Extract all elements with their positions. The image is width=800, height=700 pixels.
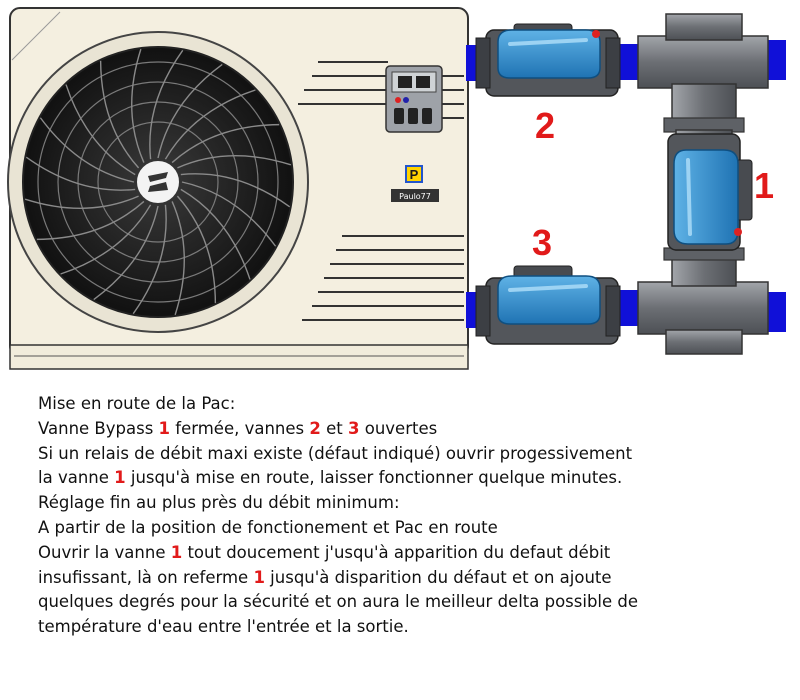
fan-blade-line bbox=[24, 195, 139, 209]
valve-ref-1: 1 bbox=[114, 468, 126, 488]
fan-blade-line bbox=[171, 123, 280, 164]
fan-blade-line bbox=[25, 156, 136, 191]
text-segment: Ouvrir la vanne bbox=[38, 542, 171, 562]
fan-blade-line bbox=[180, 188, 251, 280]
instruction-line-9: quelques degrés pour la sécurité et on a… bbox=[38, 592, 639, 612]
text-segment: fermée, vannes bbox=[170, 418, 310, 438]
heat-pump-unit: P Paulo77 bbox=[7, 7, 469, 370]
bottom-outlet-pipe bbox=[766, 292, 786, 332]
brand-logo-icon: P Paulo77 bbox=[391, 165, 439, 202]
valve-1-number: 1 bbox=[754, 165, 774, 206]
tee-fitting-icon bbox=[637, 13, 769, 133]
fan-blade-line bbox=[180, 173, 291, 208]
fan-blade-line bbox=[177, 155, 292, 169]
valve-ref-1: 1 bbox=[170, 542, 183, 562]
fan-blade-line bbox=[132, 204, 167, 315]
fan-blade-line bbox=[36, 200, 145, 241]
valve-3[interactable] bbox=[475, 265, 621, 345]
text-segment: jusqu'à mise en route, laisser fonctionn… bbox=[125, 468, 623, 488]
instruction-line-8: insufissant, là on referme 1 jusqu'à dis… bbox=[38, 566, 788, 591]
text-segment: insufissant, là on referme bbox=[38, 567, 254, 587]
fan-blade-line bbox=[39, 117, 135, 183]
text-segment: Vanne Bypass bbox=[38, 418, 159, 438]
instruction-line-3: Si un relais de débit maxi existe (défau… bbox=[38, 443, 633, 463]
instructions-text: Mise en route de la Pac: Vanne Bypass 1 … bbox=[38, 392, 788, 640]
fan-blade-line bbox=[164, 89, 256, 160]
ball-valve-icon bbox=[475, 265, 621, 345]
valve-ref-1: 1 bbox=[253, 567, 265, 587]
instruction-line-2: Vanne Bypass 1 fermée, vannes 2 et 3 ouv… bbox=[38, 417, 788, 442]
valve-ref-2: 2 bbox=[309, 418, 321, 438]
instructions-title: Mise en route de la Pac: bbox=[38, 394, 236, 413]
top-outlet-pipe bbox=[766, 40, 786, 80]
vent-slots-top bbox=[298, 61, 464, 119]
instruction-line-5: Réglage fin au plus près du débit minimu… bbox=[38, 493, 400, 513]
instruction-line-7: Ouvrir la vanne 1 tout doucement j'usqu'… bbox=[38, 541, 788, 566]
valve-2-number: 2 bbox=[535, 105, 555, 146]
valve-2[interactable] bbox=[475, 23, 621, 97]
valve-1[interactable] bbox=[667, 133, 753, 251]
logo-caption: Paulo77 bbox=[399, 192, 431, 201]
fan-blade-line bbox=[149, 49, 184, 160]
fan-blade-line bbox=[60, 204, 152, 275]
fan-blade-line bbox=[181, 181, 277, 247]
fan-blade-line bbox=[171, 201, 185, 316]
logo-letter: P bbox=[410, 167, 419, 182]
fan-blade-line bbox=[99, 60, 140, 169]
valve-ref-3: 3 bbox=[348, 418, 360, 438]
ball-valve-icon bbox=[667, 133, 753, 251]
text-segment: ouvertes bbox=[359, 418, 438, 438]
heat-pump-diagram: P Paulo77 bbox=[7, 7, 786, 370]
valve-3-number: 3 bbox=[532, 222, 552, 263]
vent-slots-bottom bbox=[302, 235, 464, 321]
ball-valve-icon bbox=[475, 23, 621, 97]
text-segment: et bbox=[320, 418, 348, 438]
instruction-line-10: température d'eau entre l'entrée et la s… bbox=[38, 617, 409, 637]
text-segment: jusqu'à disparition du défaut et on ajou… bbox=[264, 567, 612, 587]
fan-icon bbox=[7, 31, 309, 333]
instruction-line-4: la vanne 1 jusqu'à mise en route, laisse… bbox=[38, 466, 788, 491]
text-segment: la vanne bbox=[38, 468, 115, 488]
fan-blade-line bbox=[65, 84, 136, 176]
fan-blade-line bbox=[176, 195, 217, 304]
fan-blade-line bbox=[93, 205, 159, 301]
tee-fitting-icon bbox=[637, 247, 769, 355]
text-segment: tout doucement j'usqu'à apparition du de… bbox=[182, 542, 611, 562]
valve-ref-1: 1 bbox=[158, 418, 171, 438]
instruction-line-6: A partir de la position de fonctionement… bbox=[38, 517, 498, 537]
control-panel-icon bbox=[385, 65, 443, 133]
unit-base bbox=[9, 344, 469, 370]
fan-blade-line bbox=[131, 48, 145, 163]
fan-blade-line bbox=[157, 63, 223, 159]
